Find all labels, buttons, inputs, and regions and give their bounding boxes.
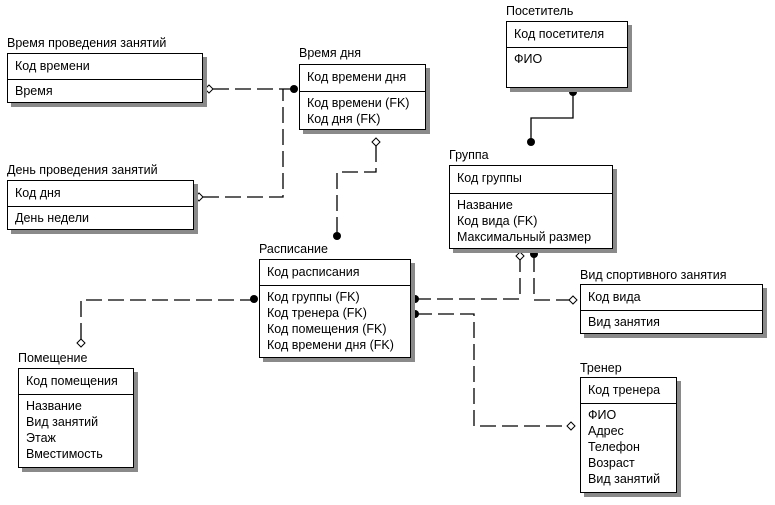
rel-vremya-dnya-raspisanie <box>336 146 377 233</box>
attribute: Телефон <box>588 440 640 454</box>
attribute: Вид занятия <box>588 315 660 329</box>
dot-end-icon <box>250 295 258 303</box>
diamond-end-icon <box>568 295 578 305</box>
rel-gruppa-raspisanie <box>416 256 521 300</box>
attribute: Максимальный размер <box>457 230 592 244</box>
attribute: Время <box>15 84 53 98</box>
dot-end-icon <box>411 295 419 303</box>
rel-vid-gruppa <box>533 256 573 301</box>
entity-title: Время дня <box>299 46 362 60</box>
entity-title: Группа <box>449 148 489 162</box>
diamond-end-icon <box>371 137 381 147</box>
pk-attribute: Код вида <box>588 290 641 304</box>
dot-end-icon <box>569 88 577 96</box>
attribute: Код группы (FK) <box>267 290 360 304</box>
pk-attribute: Код тренера <box>588 383 661 397</box>
attribute: Код времени дня (FK) <box>267 338 394 352</box>
rel-trener-raspisanie <box>416 313 571 427</box>
diamond-end-icon <box>194 192 204 202</box>
attribute: Код дня (FK) <box>307 112 381 126</box>
entity-box[interactable]: Код помещения Название Вид занятий Этаж … <box>18 368 134 468</box>
attribute: ФИО <box>588 408 617 422</box>
entity-box[interactable]: Код тренера ФИО Адрес Телефон Возраст Ви… <box>580 377 677 493</box>
dot-end-icon <box>411 310 419 318</box>
pk-attribute: Код дня <box>15 186 61 200</box>
pk-attribute: Код времени <box>15 59 90 73</box>
entity-box[interactable]: Код вида Вид занятия <box>580 284 763 334</box>
entity-title: Посетитель <box>506 4 574 18</box>
attribute: ФИО <box>514 52 543 66</box>
pk-attribute: Код расписания <box>267 265 360 279</box>
attribute: Название <box>457 198 513 212</box>
diamond-end-icon <box>566 421 576 431</box>
dot-end-icon <box>333 232 341 240</box>
attribute: Вид занятий <box>26 415 99 429</box>
entity-box[interactable]: Код дня День недели <box>7 180 194 230</box>
rel-pomeshchenie-raspisanie <box>80 299 254 339</box>
pk-attribute: Код помещения <box>26 374 118 388</box>
dot-end-icon <box>530 250 538 258</box>
entity-box[interactable]: Код времени дня Код времени (FK) Код дня… <box>299 64 426 130</box>
diamond-end-icon <box>204 84 214 94</box>
attribute: Код вида (FK) <box>457 214 538 228</box>
entity-box[interactable]: Код времени Время <box>7 53 203 103</box>
entity-title: Тренер <box>580 361 622 375</box>
attribute: Вид занятий <box>588 472 661 486</box>
pk-attribute: Код группы <box>457 171 522 185</box>
attribute: Вместимость <box>26 447 103 461</box>
entity-box[interactable]: Код посетителя ФИО <box>506 21 628 88</box>
diamond-end-icon <box>76 338 86 348</box>
entity-box[interactable]: Код группы Название Код вида (FK) Максим… <box>449 165 613 249</box>
entity-box[interactable]: Код расписания Код группы (FK) Код трене… <box>259 259 411 358</box>
attribute: Адрес <box>588 424 624 438</box>
attribute: День недели <box>15 211 89 225</box>
attribute: Название <box>26 399 82 413</box>
entity-title: Вид спортивного занятия <box>580 268 727 282</box>
diamond-end-icon <box>515 251 525 261</box>
attribute: Код помещения (FK) <box>267 322 387 336</box>
attribute: Этаж <box>26 431 56 445</box>
pk-attribute: Код времени дня <box>307 70 407 84</box>
dot-end-icon <box>290 85 298 93</box>
rel-posetitel-gruppa <box>530 93 574 141</box>
pk-attribute: Код посетителя <box>514 27 605 41</box>
entity-title: Помещение <box>18 351 88 365</box>
entity-title: День проведения занятий <box>7 163 158 177</box>
dot-end-icon <box>527 138 535 146</box>
attribute: Возраст <box>588 456 635 470</box>
attribute: Код времени (FK) <box>307 96 410 110</box>
attribute: Код тренера (FK) <box>267 306 367 320</box>
entity-title: Время проведения занятий <box>7 36 167 50</box>
entity-title: Расписание <box>259 242 328 256</box>
rel-den-provedeniya-vremya-dnya <box>203 89 284 198</box>
